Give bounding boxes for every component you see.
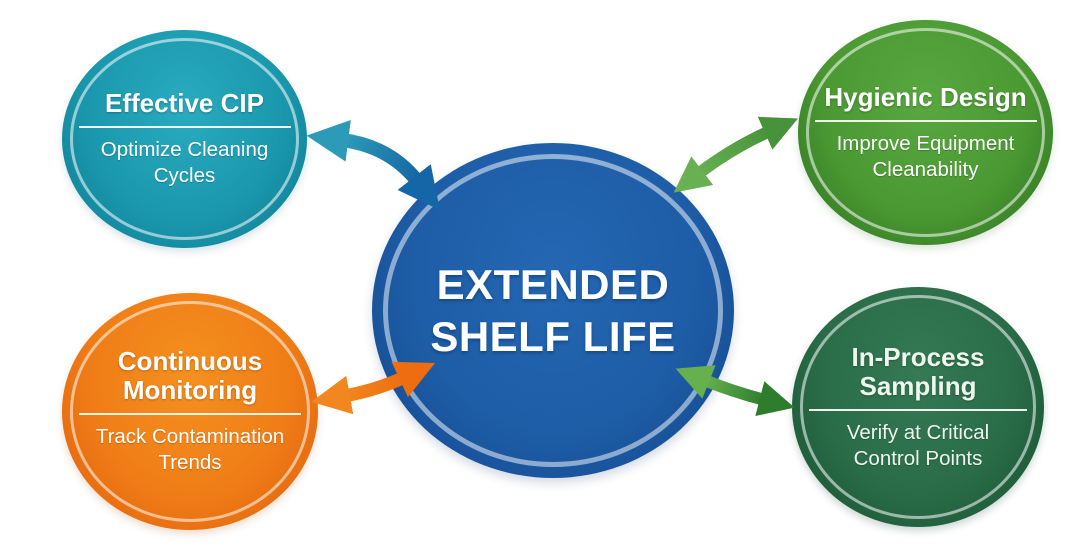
hygienic-design-title: Hygienic Design <box>824 81 1027 112</box>
node-effective-cip: Effective CIP Optimize Cleaning Cycles <box>62 30 307 248</box>
center-title-line2: SHELF LIFE <box>430 312 676 360</box>
center-title-line1: EXTENDED <box>436 261 670 309</box>
effective-cip-title: Effective CIP <box>105 88 264 119</box>
center-node-extended-shelf-life: EXTENDED SHELF LIFE <box>372 143 734 478</box>
continuous-monitoring-subtitle: Track Contamination Trends <box>95 425 285 475</box>
continuous-monitoring-content: Continuous Monitoring Track Contaminatio… <box>79 347 301 475</box>
effective-cip-content: Effective CIP Optimize Cleaning Cycles <box>78 88 291 188</box>
hygienic-design-subtitle: Improve Equipment Cleanability <box>836 131 1015 181</box>
node-in-process-sampling: In-Process Sampling Verify at Critical C… <box>792 287 1044 527</box>
node-continuous-monitoring: Continuous Monitoring Track Contaminatio… <box>62 293 318 530</box>
effective-cip-subtitle: Optimize Cleaning Cycles <box>100 138 269 188</box>
in-process-sampling-title: In-Process Sampling <box>851 341 985 401</box>
continuous-monitoring-divider <box>79 413 301 416</box>
arrow-hygienic-design-center <box>673 116 798 193</box>
center-content: EXTENDED SHELF LIFE <box>430 259 675 361</box>
in-process-sampling-divider <box>809 408 1027 411</box>
continuous-monitoring-title: Continuous Monitoring <box>117 346 263 406</box>
hygienic-design-divider <box>814 119 1037 122</box>
center-title: EXTENDED SHELF LIFE <box>430 259 675 361</box>
hygienic-design-content: Hygienic Design Improve Equipment Cleana… <box>814 81 1037 182</box>
in-process-sampling-content: In-Process Sampling Verify at Critical C… <box>809 341 1027 471</box>
in-process-sampling-subtitle: Verify at Critical Control Points <box>846 420 990 470</box>
arrow-effective-cip-center <box>306 119 440 211</box>
node-hygienic-design: Hygienic Design Improve Equipment Cleana… <box>798 20 1053 245</box>
effective-cip-divider <box>78 126 291 129</box>
